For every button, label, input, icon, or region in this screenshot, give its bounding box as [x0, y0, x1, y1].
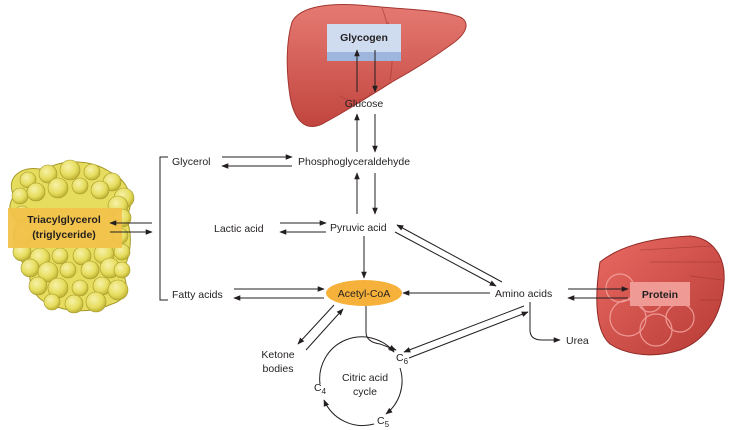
c4-label: C4 — [314, 382, 327, 396]
citric-acid-label-line2: cycle — [353, 386, 377, 398]
glycogen-box: Glycogen — [327, 24, 401, 61]
fat-globule — [71, 279, 89, 297]
lipid-bracket — [159, 156, 168, 301]
fat-globule — [51, 247, 69, 265]
phosphoglyceraldehyde-label: Phosphoglyceraldehyde — [298, 156, 410, 168]
citric-acid-cycle-arc — [385, 367, 403, 415]
fat-globule — [113, 261, 131, 279]
fat-globule — [37, 261, 59, 283]
glucose-label: Glucose — [345, 98, 384, 110]
c6-label: C6 — [396, 352, 409, 366]
protein-box: Protein — [630, 282, 690, 306]
fatty-acids-label: Fatty acids — [172, 289, 223, 301]
fat-globule — [59, 261, 77, 279]
urea-label: Urea — [566, 335, 589, 347]
fat-globule — [26, 182, 46, 202]
ketone-label-line2: bodies — [263, 363, 294, 375]
pyruvic-acid-label: Pyruvic acid — [330, 222, 387, 234]
ketone-label-line1: Ketone — [261, 349, 294, 361]
protein-label: Protein — [642, 289, 678, 301]
fat-globule — [28, 276, 48, 296]
fat-globule — [47, 177, 69, 199]
fat-globule — [83, 163, 101, 181]
lactic-acid-label: Lactic acid — [214, 223, 264, 235]
amino-acids-label: Amino acids — [495, 288, 552, 300]
glycerol-label: Glycerol — [172, 156, 211, 168]
acetyl-coa-node: Acetyl-CoA — [326, 280, 402, 306]
fat-globule — [71, 177, 89, 195]
fat-globule — [107, 279, 129, 301]
fat-globule — [20, 258, 40, 278]
fat-globule — [38, 164, 58, 184]
glycogen-label: Glycogen — [340, 32, 388, 44]
acetyl-coa-label: Acetyl-CoA — [338, 288, 391, 300]
triacylglycerol-label-line1: Triacylglycerol — [27, 214, 101, 226]
fat-globule — [80, 260, 100, 280]
fat-globule — [85, 291, 107, 313]
fat-globule — [64, 294, 84, 314]
fat-globule — [90, 180, 110, 200]
fat-globule — [59, 159, 81, 181]
triacylglycerol-label-line2: (triglyceride) — [32, 229, 96, 241]
fat-globule — [11, 187, 29, 205]
c5-label: C5 — [377, 415, 390, 429]
fat-globule — [43, 293, 61, 311]
citric-acid-label-line1: Citric acid — [342, 372, 388, 384]
adipose-tissue-illustration: Triacylglycerol (triglyceride) — [8, 159, 135, 314]
